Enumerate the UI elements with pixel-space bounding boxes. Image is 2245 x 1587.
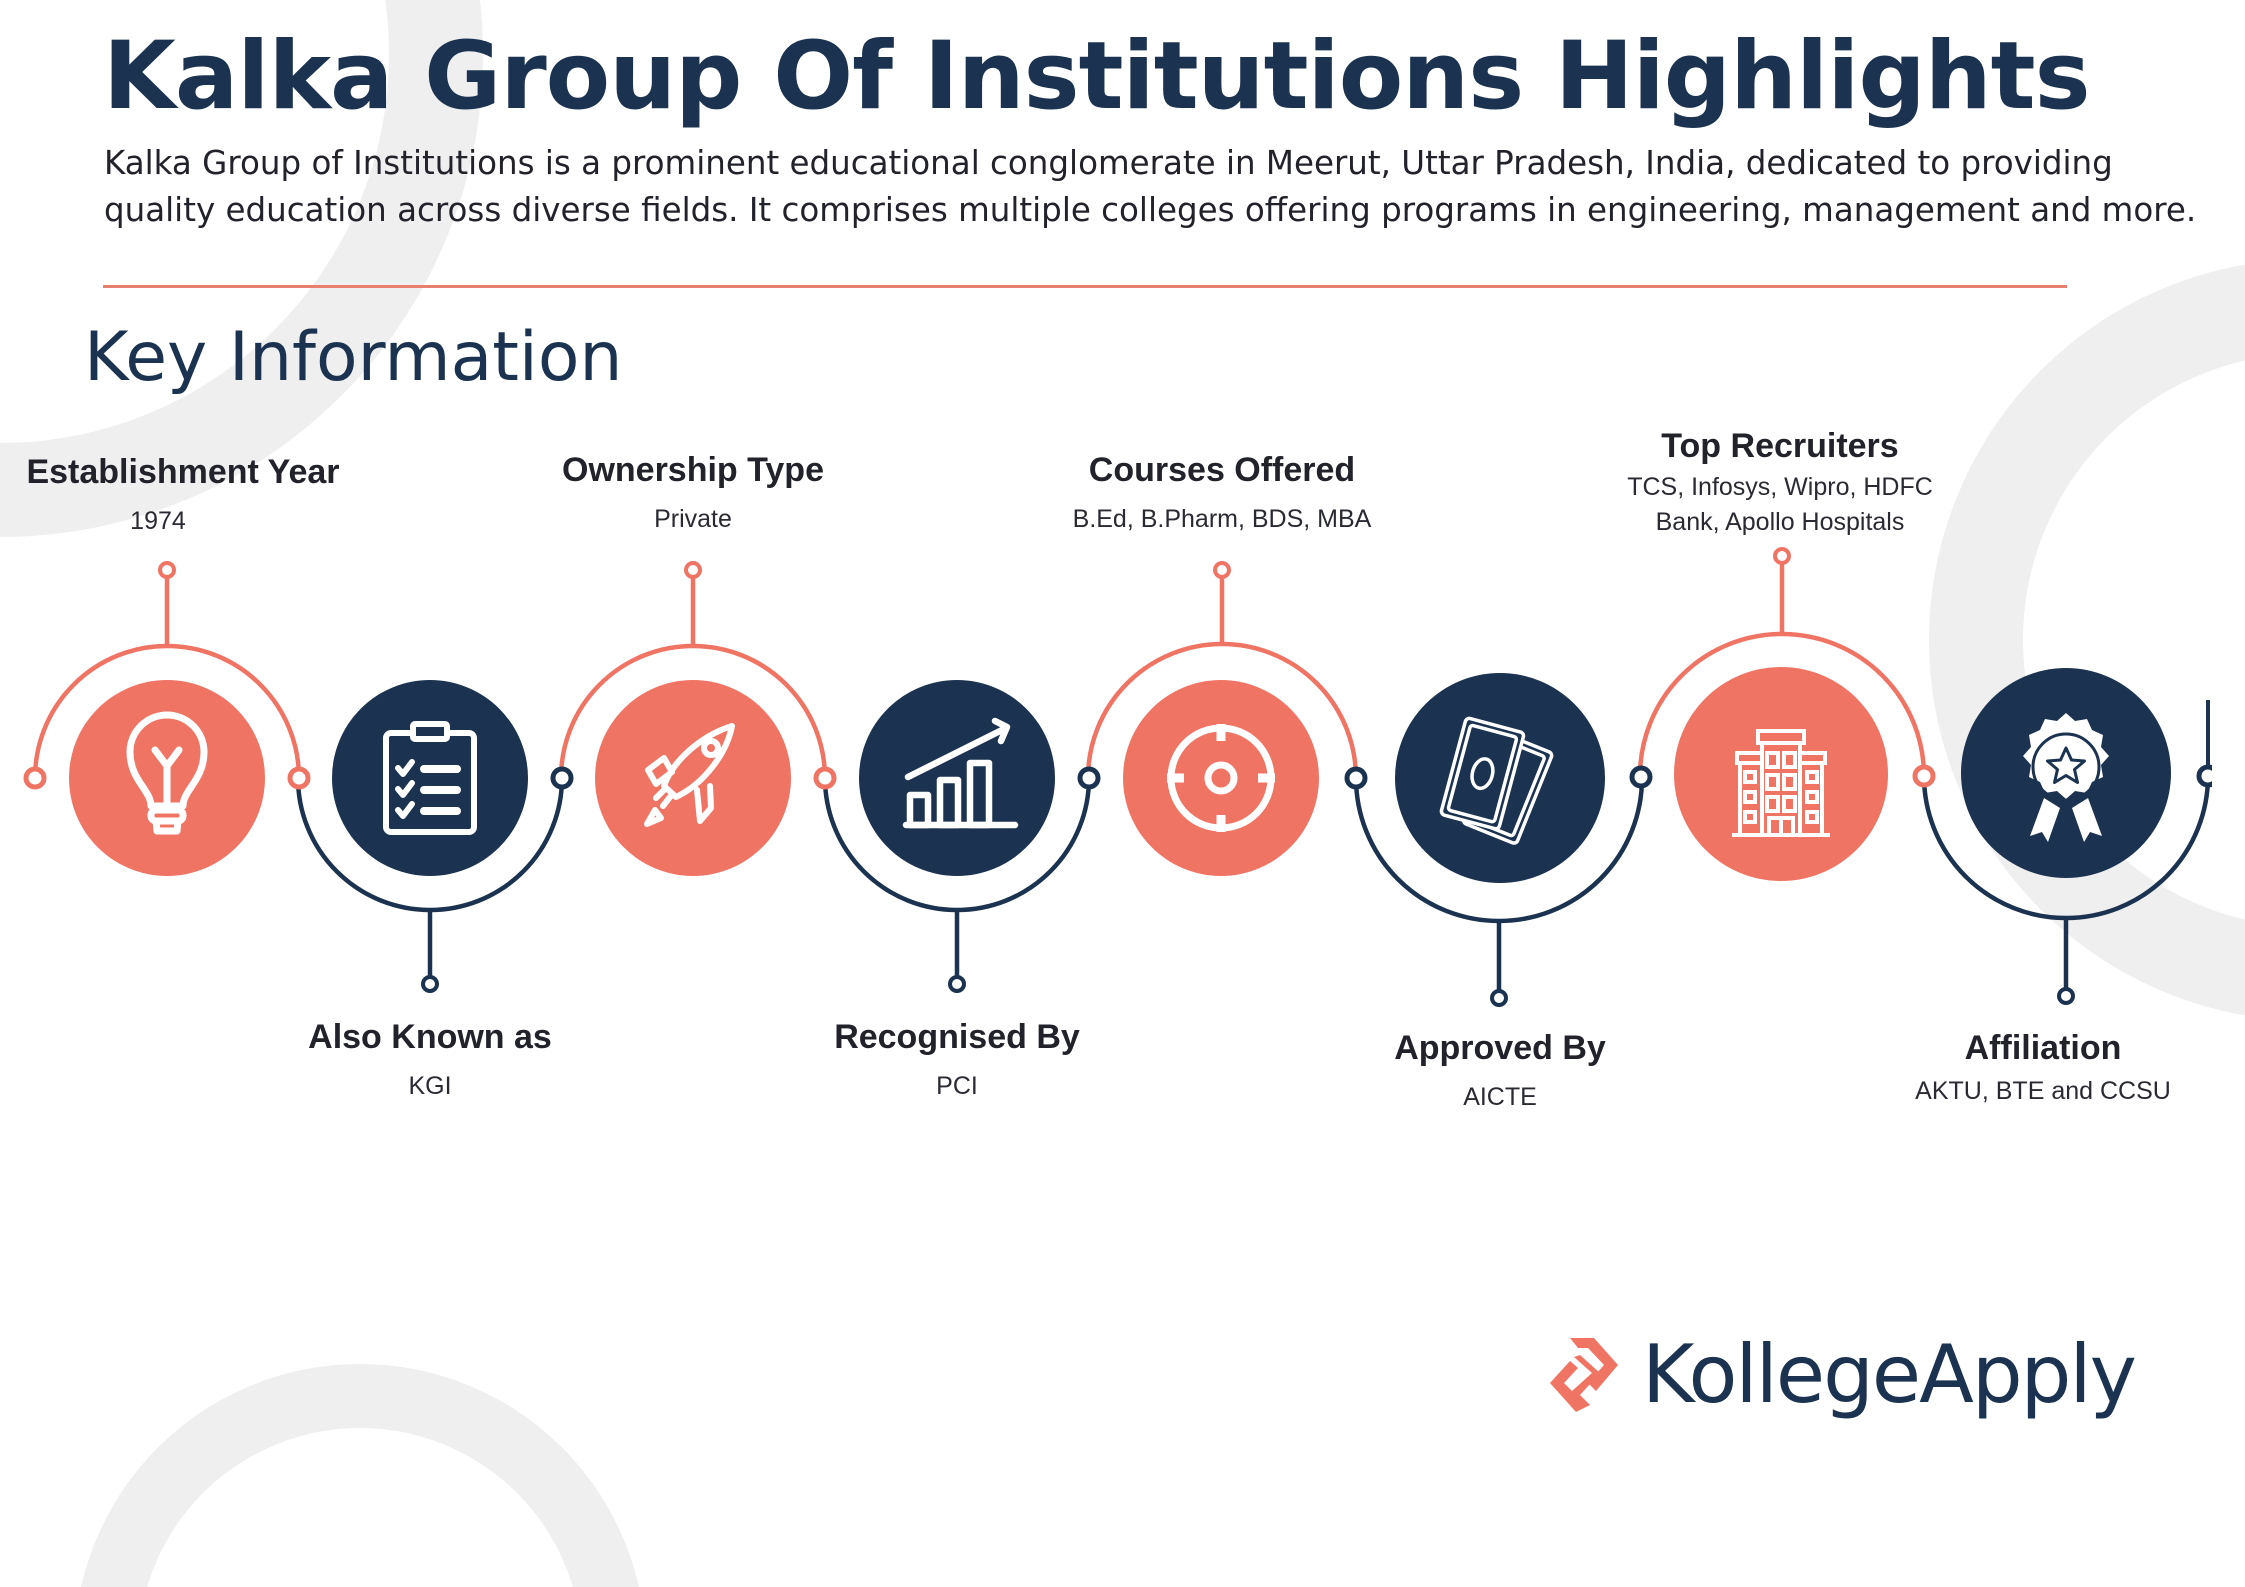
info-heading: Also Known as — [308, 1018, 552, 1056]
info-heading: Courses Offered — [1088, 451, 1356, 489]
logo-text: KollegeApply — [1642, 1328, 2137, 1421]
info-value: AKTU, BTE and CCSU — [1915, 1077, 2171, 1105]
timeline-connector-recruiters — [1637, 547, 1927, 777]
timeline-icon-establishment — [69, 680, 265, 876]
timeline-connector-courses — [1085, 561, 1359, 779]
award-badge-icon — [2023, 713, 2109, 842]
timeline-connector-also-known — [295, 777, 565, 993]
timeline-connector-approved — [1353, 777, 1645, 1007]
info-value: B.Ed, B.Pharm, BDS, MBA — [1072, 505, 1372, 533]
junction-node — [2196, 764, 2212, 788]
timeline-icon-also-known — [332, 680, 528, 876]
timeline-connector-ownership — [558, 561, 828, 779]
clipboard-checklist-icon — [383, 721, 477, 835]
info-item-affiliation: Affiliation AKTU, BTE and CCSU — [1915, 1028, 2171, 1109]
timeline-icon-approved — [1395, 673, 1605, 883]
info-value: KGI — [408, 1072, 452, 1100]
info-item-approved-by: Approved By AICTE — [1394, 1028, 1606, 1115]
money-icon — [1439, 716, 1554, 845]
info-heading: Top Recruiters — [1661, 427, 1899, 465]
junction-node — [550, 766, 574, 790]
chevron-logo-icon — [1550, 1338, 1618, 1412]
timeline-icon-ownership — [595, 680, 791, 876]
timeline-icon-recruiters — [1674, 667, 1888, 881]
timeline-icon-recognised — [859, 680, 1055, 876]
page-description: Kalka Group of Institutions is a promine… — [104, 144, 2197, 229]
section-title: Key Information — [84, 318, 623, 397]
info-heading: Affiliation — [1964, 1029, 2122, 1067]
timeline-connector-recognised — [822, 777, 1092, 993]
info-heading: Establishment Year — [26, 453, 340, 491]
info-value-line-1: TCS, Infosys, Wipro, HDFC — [1627, 473, 1933, 501]
info-value: AICTE — [1463, 1083, 1537, 1111]
junction-node — [1629, 765, 1653, 789]
info-item-top-recruiters: Top Recruiters TCS, Infosys, Wipro, HDFC… — [1627, 426, 1933, 540]
timeline-connector-affiliation — [1921, 700, 2211, 1005]
info-value: Private — [654, 505, 732, 533]
kollegeapply-logo: KollegeApply — [1548, 1328, 2137, 1421]
info-item-also-known-as: Also Known as KGI — [308, 1017, 552, 1104]
info-item-establishment-year: Establishment Year 1974 — [26, 452, 339, 539]
bg-arc-bottom-left — [81, 1364, 639, 1587]
bg-arc-right — [1929, 264, 2245, 1016]
lightbulb-icon — [126, 711, 208, 835]
building-icon — [1732, 729, 1830, 837]
header-divider — [103, 285, 2067, 288]
junction-node — [813, 766, 837, 790]
junction-node — [1077, 766, 1101, 790]
info-heading: Approved By — [1394, 1029, 1606, 1067]
timeline-icon-affiliation — [1961, 668, 2171, 878]
junction-node — [1344, 766, 1368, 790]
info-item-courses-offered: Courses Offered B.Ed, B.Pharm, BDS, MBA — [1073, 450, 1372, 537]
info-heading: Recognised By — [834, 1018, 1080, 1056]
page-title: Kalka Group Of Institutions Highlights — [103, 22, 2091, 131]
info-value: PCI — [936, 1072, 978, 1100]
info-item-ownership-type: Ownership Type Private — [562, 450, 824, 537]
junction-node — [1912, 764, 1936, 788]
info-value-line-2: Bank, Apollo Hospitals — [1655, 508, 1905, 536]
timeline-connector-establishment — [23, 561, 302, 790]
target-icon — [1167, 724, 1275, 832]
info-item-recognised-by: Recognised By PCI — [834, 1017, 1080, 1104]
timeline-icon-courses — [1123, 680, 1319, 876]
info-heading: Ownership Type — [562, 451, 824, 489]
growth-chart-icon — [902, 717, 1019, 829]
bg-arc-top-left — [0, 0, 483, 537]
rocket-icon — [644, 723, 735, 827]
junction-node — [287, 766, 311, 790]
info-value: 1974 — [130, 507, 186, 535]
